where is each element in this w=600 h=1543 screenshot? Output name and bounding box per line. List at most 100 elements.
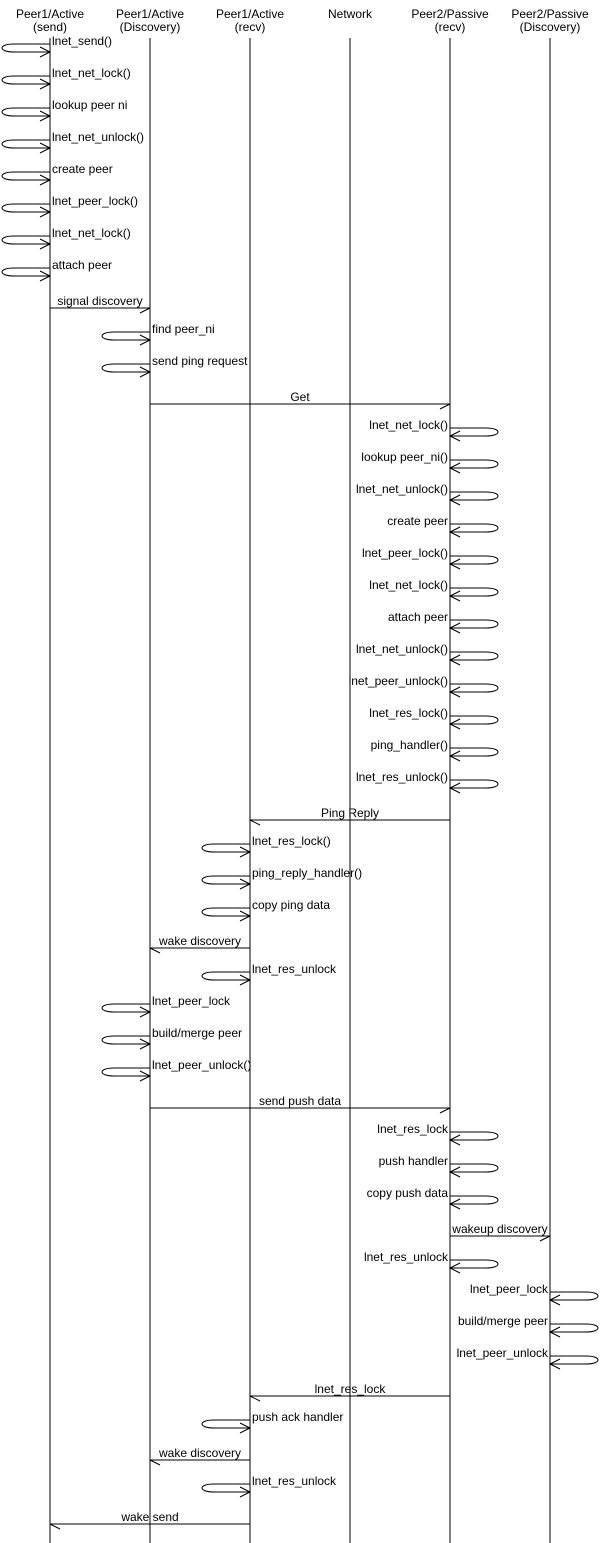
self-message-lnet-net-unlock: lnet_net_unlock() xyxy=(1,130,144,154)
loop-arrow xyxy=(450,427,499,437)
self-message-lnet-net-lock: lnet_net_lock() xyxy=(1,226,131,250)
message-label: lnet_net_lock() xyxy=(52,66,131,80)
message-wake-discovery: wake discovery xyxy=(149,934,250,954)
message-signal-discovery: signal discovery xyxy=(50,294,151,314)
message-label: lnet_res_unlock xyxy=(252,1474,337,1488)
participant-subtitle: (Discovery) xyxy=(120,20,181,34)
loop-arrow xyxy=(1,107,50,117)
self-message-find-peer-ni: find peer_ni xyxy=(101,322,215,346)
loop-arrow xyxy=(1,139,50,149)
self-message-create-peer: create peer xyxy=(387,514,499,538)
message-label: attach peer xyxy=(52,258,112,272)
message-label: signal discovery xyxy=(57,294,142,308)
loop-arrow xyxy=(450,491,499,501)
message-label: lnet_net_lock() xyxy=(369,578,448,592)
self-message-create-peer: create peer xyxy=(1,162,113,186)
loop-arrow xyxy=(101,363,150,373)
arrowhead xyxy=(539,1235,551,1242)
self-message-lnet-res-lock: lnet_res_lock() xyxy=(201,834,331,858)
loop-arrow xyxy=(450,1131,499,1141)
self-message-lnet-net-lock: lnet_net_lock() xyxy=(369,578,499,602)
arrowhead xyxy=(39,46,52,58)
loop-arrow xyxy=(450,1259,499,1269)
message-label: lnet_peer_unlock() xyxy=(152,1058,251,1072)
arrowhead xyxy=(448,430,461,442)
participant-subtitle: (recv) xyxy=(435,20,466,34)
message-label: Get xyxy=(290,390,310,404)
message-label: lnet_res_lock xyxy=(377,1122,449,1136)
message-ping-reply: Ping Reply xyxy=(249,806,450,826)
participant-title: Peer1/Active xyxy=(216,7,284,21)
message-label: lnet_res_unlock xyxy=(252,962,337,976)
message-label: ping_reply_handler() xyxy=(252,866,362,880)
arrowhead xyxy=(239,846,252,858)
message-label: lnet_res_unlock xyxy=(364,1250,449,1264)
loop-arrow xyxy=(450,779,499,789)
loop-arrow xyxy=(450,1195,499,1205)
self-message-lnet-peer-lock: lnet_peer_lock xyxy=(101,994,231,1018)
loop-arrow xyxy=(101,1035,150,1045)
self-message-send-ping-request: send ping request xyxy=(101,354,248,378)
arrowhead xyxy=(448,1262,461,1274)
loop-arrow xyxy=(1,203,50,213)
self-message-lnet-peer-unlock: lnet_peer_unlock() xyxy=(101,1058,251,1082)
arrowhead xyxy=(448,782,461,794)
arrowhead xyxy=(548,1326,561,1338)
loop-arrow xyxy=(550,1355,599,1365)
arrowhead xyxy=(239,878,252,890)
arrowhead xyxy=(439,403,451,410)
participant-title: Network xyxy=(328,7,373,21)
message-label: lnet_peer_unlock() xyxy=(349,674,448,688)
arrowhead xyxy=(239,1486,252,1498)
lifelines xyxy=(49,38,551,1543)
loop-arrow xyxy=(450,587,499,597)
self-message-lookup-peer-ni: lookup peer ni xyxy=(1,98,127,122)
message-label: lnet_res_unlock() xyxy=(356,770,448,784)
message-label: attach peer xyxy=(388,610,448,624)
self-message-lnet-net-unlock: lnet_net_unlock() xyxy=(356,482,499,506)
arrowhead xyxy=(448,686,461,698)
participant-subtitle: (recv) xyxy=(235,20,266,34)
self-message-lnet-res-unlock: lnet_res_unlock() xyxy=(356,770,499,794)
arrowhead xyxy=(149,947,161,954)
loop-arrow xyxy=(201,907,250,917)
arrowhead xyxy=(39,78,52,90)
message-label: copy push data xyxy=(367,1186,449,1200)
message-label: lnet_res_lock() xyxy=(252,834,331,848)
arrowhead xyxy=(149,1459,161,1466)
loop-arrow xyxy=(1,171,50,181)
message-label: wakeup discovery xyxy=(451,1222,547,1236)
loop-arrow xyxy=(201,1419,250,1429)
message-label: wake discovery xyxy=(158,934,241,948)
participant-subtitle: (Discovery) xyxy=(520,20,581,34)
participant-title: Peer2/Passive xyxy=(511,7,589,21)
loop-arrow xyxy=(1,267,50,277)
message-label: send ping request xyxy=(152,354,248,368)
message-label: lnet_res_lock xyxy=(315,1382,387,1396)
message-label: create peer xyxy=(387,514,448,528)
self-message-lnet-send: lnet_send() xyxy=(1,34,112,58)
loop-arrow xyxy=(450,523,499,533)
arrowhead xyxy=(139,1070,152,1082)
arrowhead xyxy=(239,974,252,986)
message-label: copy ping data xyxy=(252,898,330,912)
loop-arrow xyxy=(450,651,499,661)
message-label: lnet_res_lock() xyxy=(369,706,448,720)
self-message-lnet-peer-unlock: lnet_peer_unlock xyxy=(457,1346,599,1370)
message-label: find peer_ni xyxy=(152,322,215,336)
loop-arrow xyxy=(201,843,250,853)
loop-arrow xyxy=(101,331,150,341)
loop-arrow xyxy=(1,75,50,85)
self-message-lookup-peer-ni: lookup peer_ni() xyxy=(361,450,499,474)
loop-arrow xyxy=(450,715,499,725)
loop-arrow xyxy=(201,875,250,885)
self-message-attach-peer: attach peer xyxy=(1,258,112,282)
self-message-lnet-peer-lock: lnet_peer_lock() xyxy=(362,546,499,570)
loop-arrow xyxy=(450,747,499,757)
arrowhead xyxy=(139,307,151,314)
message-label: lnet_net_lock() xyxy=(369,418,448,432)
self-message-lnet-net-lock: lnet_net_lock() xyxy=(369,418,499,442)
participant-headers: Peer1/Active(send)Peer1/Active(Discovery… xyxy=(16,7,589,34)
loop-arrow xyxy=(101,1067,150,1077)
self-message-lnet-peer-lock: lnet_peer_lock() xyxy=(1,194,138,218)
